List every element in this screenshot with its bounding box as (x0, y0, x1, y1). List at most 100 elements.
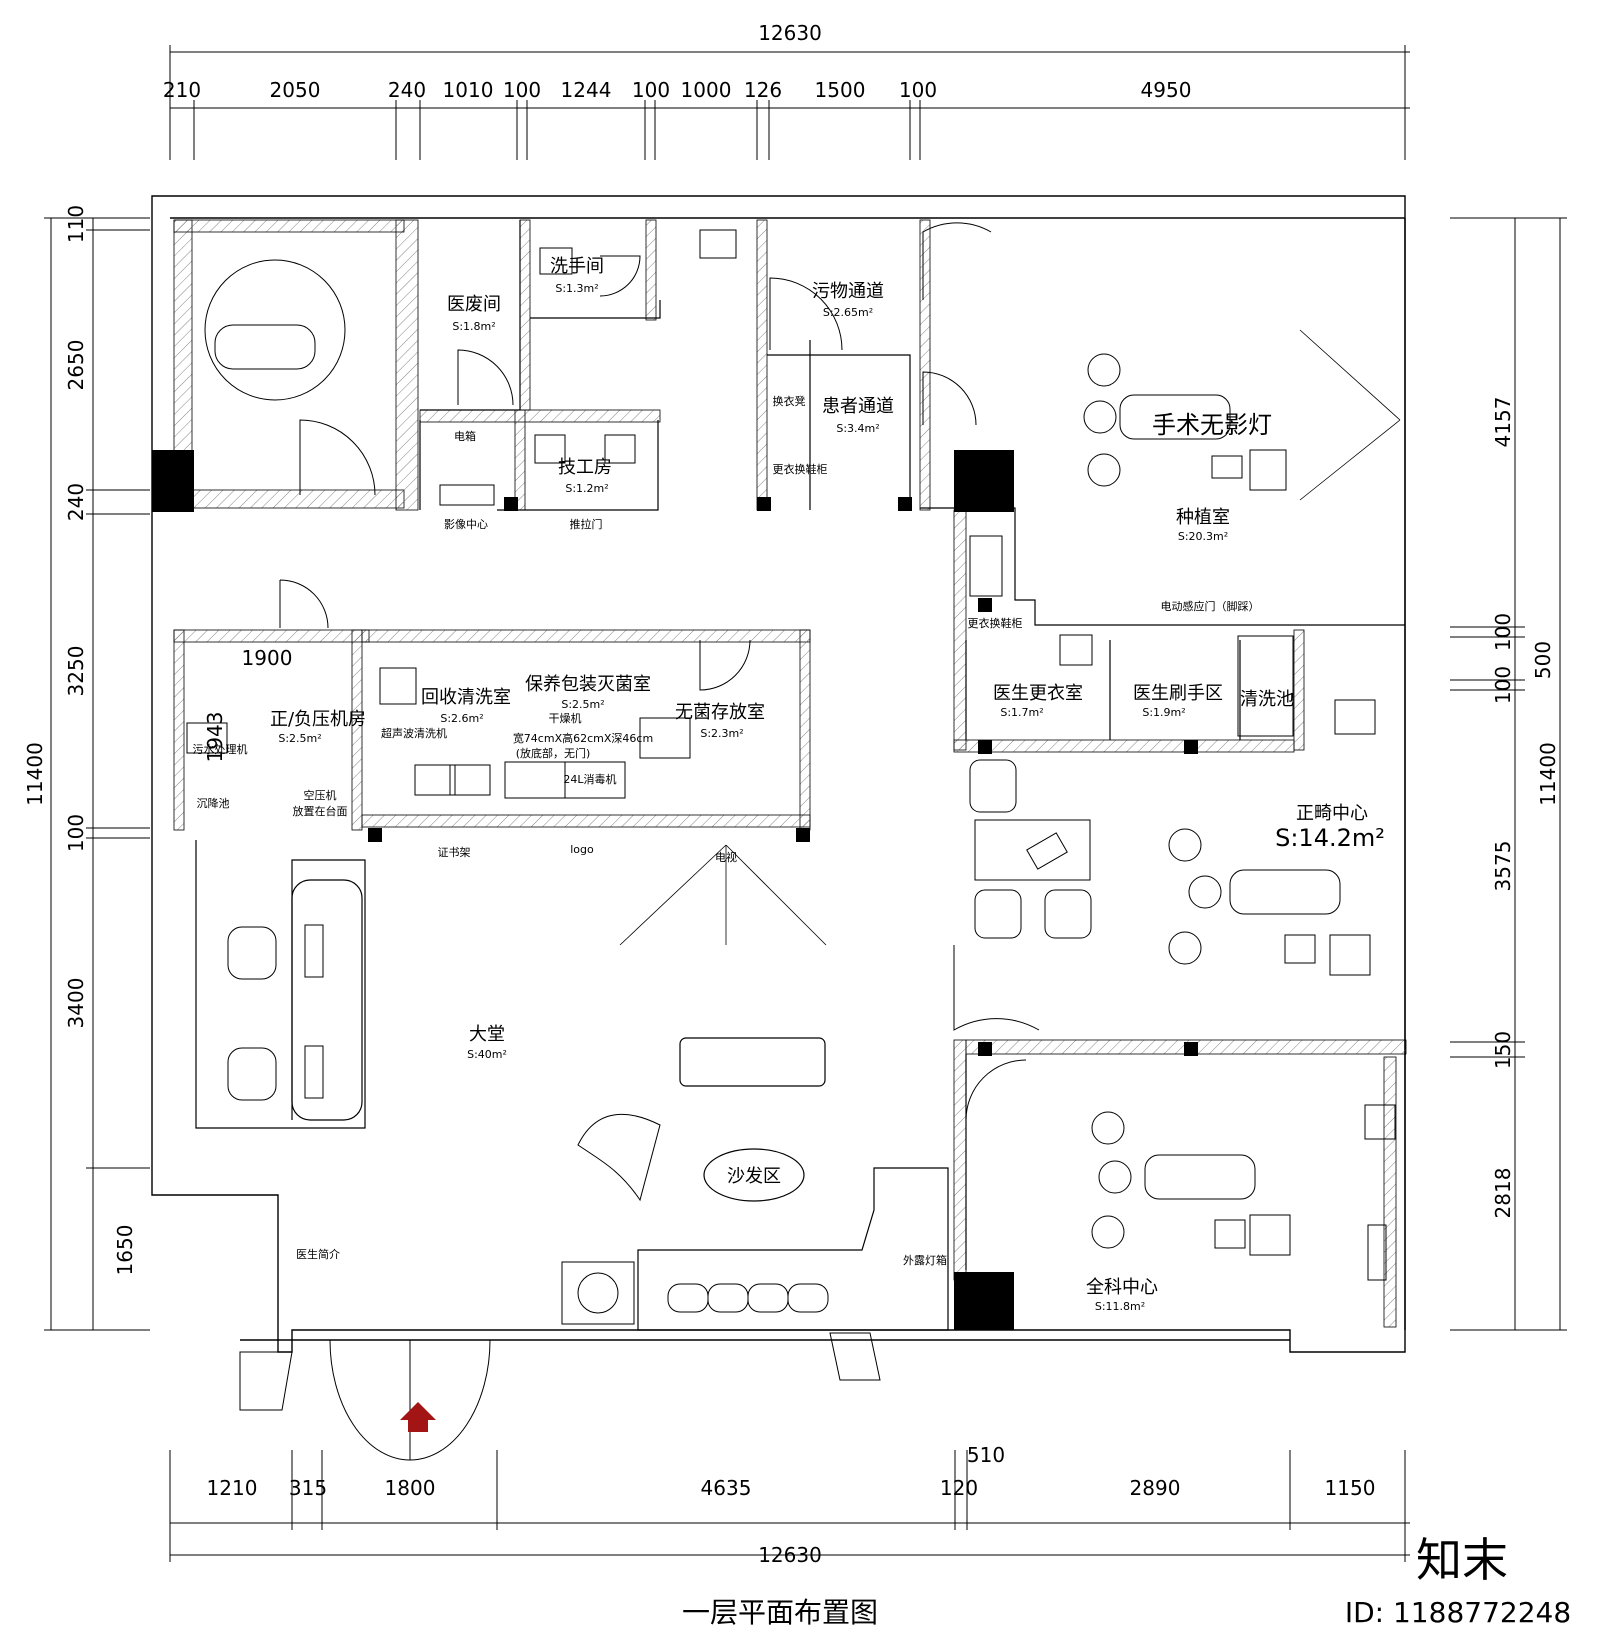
dim-bottom: 4635 (701, 1476, 752, 1500)
dim-top: 100 (899, 78, 937, 102)
room-area-dirty: S:2.65m² (823, 306, 873, 319)
dim-top: 1000 (681, 78, 732, 102)
label-sink: 清洗池 (1240, 689, 1294, 710)
label-ultrasonic: 超声波清洗机 (381, 726, 447, 740)
dim-bottom: 120 (940, 1476, 978, 1500)
room-area-implant: S:20.3m² (1178, 530, 1228, 543)
dimension-ticks (44, 45, 1567, 1562)
dim-right-total: 11400 (1536, 742, 1560, 806)
dim-bottom: 1210 (207, 1476, 258, 1500)
label-tv: 电视 (715, 850, 737, 864)
plan-title: 一层平面布置图 (682, 1596, 878, 1629)
room-area-tech: S:1.2m² (565, 482, 608, 495)
dim-left-total: 11400 (23, 742, 47, 806)
room-name-changing: 医生更衣室 (993, 683, 1083, 704)
label-shoe-cabinet: 更衣换鞋柜 (968, 616, 1023, 630)
dim-top: 1244 (561, 78, 612, 102)
safe-dial (577, 1272, 619, 1314)
label-sewage: 污水处理机 (193, 742, 248, 756)
label-intro: 医生简介 (296, 1247, 340, 1261)
dim-right: 150 (1491, 1031, 1515, 1069)
dim-top: 100 (632, 78, 670, 102)
dental-unit (204, 259, 346, 401)
dental-chairs (1083, 353, 1371, 1256)
dim-left: 110 (64, 205, 88, 243)
dim-right: 4157 (1491, 397, 1515, 448)
room-name-general: 全科中心 (1086, 1277, 1158, 1298)
label-imaging: 影像中心 (444, 518, 488, 531)
room-name-scrub: 医生刷手区 (1133, 683, 1223, 704)
ceiling-lines (619, 329, 1401, 946)
dim-left: 240 (64, 483, 88, 521)
dim-top: 210 (163, 78, 201, 102)
dim-top-total: 12630 (758, 21, 822, 45)
door-swings (279, 222, 1040, 1461)
room-area-handwash: S:1.3m² (555, 282, 598, 295)
entrance-step (239, 1351, 293, 1411)
room-name-medwaste: 医废间 (447, 294, 501, 315)
dim-bottom: 1800 (385, 1476, 436, 1500)
label-dryer: 干燥机 (549, 711, 582, 725)
sofa-cushions (667, 1283, 829, 1313)
label-lightbox: 外露灯箱 (903, 1253, 947, 1267)
dim-top: 100 (503, 78, 541, 102)
office-chairs (227, 759, 1092, 1101)
dim-top: 2050 (270, 78, 321, 102)
dim-top: 1500 (815, 78, 866, 102)
dim-bottom-extra: 510 (967, 1443, 1005, 1467)
room-name-dirty: 污物通道 (812, 281, 884, 302)
room-area-recycle: S:2.6m² (440, 712, 483, 725)
dim-top: 126 (744, 78, 782, 102)
dim-right: 500 (1531, 641, 1555, 679)
label-settle: 沉降池 (197, 796, 230, 810)
outer-walls (151, 195, 1406, 1353)
dim-bottom: 1150 (1325, 1476, 1376, 1500)
room-area-medwaste: S:1.8m² (452, 320, 495, 333)
room-name-sterile: 无菌存放室 (675, 702, 765, 723)
dim-left: 3250 (64, 646, 88, 697)
label-stool: 换衣凳 (773, 394, 806, 408)
room-area-ortho: S:14.2m² (1275, 824, 1385, 852)
dim-bottom-total: 12630 (758, 1543, 822, 1567)
entrance-arrow (400, 1402, 436, 1432)
dental-unit-seat (214, 324, 316, 370)
reception-desk (195, 840, 366, 1129)
dimension-lines (50, 51, 1561, 1556)
room-name-implant: 种植室 (1176, 507, 1230, 528)
label-size-2: (放底部，无门) (516, 746, 591, 760)
label-panel: 电箱 (454, 429, 476, 443)
label-cert: 证书架 (438, 846, 471, 859)
dim-right: 100 (1491, 613, 1515, 651)
label-logo: logo (570, 843, 594, 856)
sofa-area-rug (703, 1148, 805, 1202)
label-sofa: 沙发区 (727, 1166, 781, 1187)
pillar-step (829, 1332, 881, 1381)
label-auto-door: 电动感应门（脚踩） (1161, 599, 1260, 613)
sinks (186, 229, 1396, 1281)
lobby-table (679, 1037, 826, 1087)
label-size: 宽74cmX高62cmX深46cm (513, 731, 653, 745)
dim-bottom: 315 (289, 1476, 327, 1500)
dim-right: 2818 (1491, 1168, 1515, 1219)
room-area-scrub: S:1.9m² (1142, 706, 1185, 719)
label-aircomp: 空压机 (304, 788, 337, 802)
dim-left: 2650 (64, 340, 88, 391)
room-name-lobby: 大堂 (469, 1024, 505, 1045)
dim-top: 240 (388, 78, 426, 102)
room-area-patient: S:3.4m² (836, 422, 879, 435)
label-aircomp-2: 放置在台面 (293, 804, 348, 818)
label-disinfect: 24L消毒机 (563, 772, 616, 786)
safe-box (561, 1261, 635, 1325)
armchair (577, 1113, 661, 1202)
room-area-lobby: S:40m² (467, 1048, 507, 1061)
room-name-ortho: 正畸中心 (1296, 803, 1368, 824)
room-name-tech: 技工房 (558, 457, 612, 478)
dim-right: 100 (1491, 666, 1515, 704)
label-shoe-cabinet-2: 更衣换鞋柜 (773, 462, 828, 476)
hatched-walls (173, 219, 1407, 1328)
watermark-logo: 知末 (1416, 1533, 1508, 1587)
label-slide-door: 推拉门 (570, 517, 603, 531)
room-area-general: S:11.8m² (1095, 1300, 1145, 1313)
sofa-counter (637, 1167, 949, 1331)
dim-top: 1010 (443, 78, 494, 102)
